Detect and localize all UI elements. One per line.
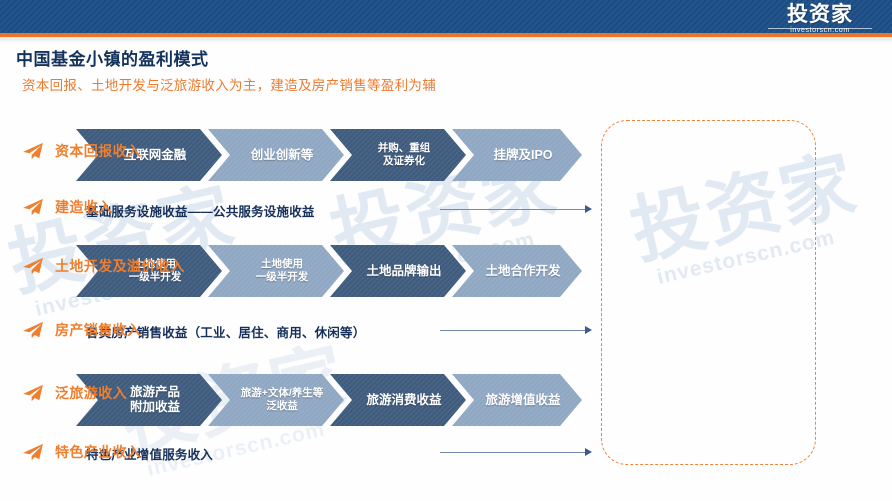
flow-caption: 特色产业增值服务收入 (86, 448, 214, 462)
arrow-head-icon (585, 448, 592, 456)
paper-plane-icon (23, 321, 43, 339)
logo-text: 投资家 (787, 3, 853, 26)
page-title: 中国基金小镇的盈利模式 (16, 50, 209, 69)
paper-plane-icon (23, 198, 43, 216)
flow-step-label: 互联网金融 (123, 147, 187, 162)
flow-step[interactable]: 土地使用 一级半开发 (76, 245, 222, 297)
revenue-item[interactable]: 土地开发及溢价收入 (22, 256, 185, 276)
watermark: 投资家 investorscn.com (0, 156, 247, 325)
flow-step[interactable]: 旅游+文体/养生等 泛收益 (208, 374, 344, 426)
paper-plane-icon (23, 443, 43, 461)
flow-step-label: 旅游消费收益 (366, 392, 442, 407)
logo-divider (768, 28, 872, 29)
revenue-item[interactable]: 泛旅游收入 (22, 383, 127, 403)
flow-row-finance: 互联网金融 创业创新等 并购、重组 及证券化 挂牌及IPO (76, 129, 582, 181)
flow-step-label: 土地品牌输出 (366, 263, 442, 278)
header-accent-rule (0, 33, 892, 37)
page-subtitle: 资本回报、土地开发与泛旅游收入为主，建造及房产销售等盈利为辅 (22, 78, 436, 93)
revenue-item-label: 土地开发及溢价收入 (55, 258, 185, 274)
flow-step[interactable]: 旅游消费收益 (330, 374, 466, 426)
paper-plane-icon (23, 142, 43, 160)
revenue-item-label: 泛旅游收入 (55, 385, 127, 401)
header-bar (0, 0, 892, 33)
flow-step[interactable]: 土地使用 一级半开发 (208, 245, 344, 297)
flow-step-label: 创业创新等 (250, 147, 314, 162)
flow-step[interactable]: 挂牌及IPO (452, 129, 582, 181)
paper-plane-icon (23, 257, 43, 275)
flow-step-label: 土地使用 一级半开发 (128, 258, 182, 283)
arrow-shaft (440, 209, 585, 210)
flow-step-label: 旅游增值收益 (485, 392, 561, 407)
paper-plane-icon (23, 384, 43, 402)
revenue-item[interactable]: 建造收入 (22, 197, 113, 217)
flow-step-label: 旅游+文体/养生等 泛收益 (240, 387, 324, 412)
flow-caption: 基础服务设施收益——公共服务设施收益 (86, 205, 315, 219)
flow-step[interactable]: 创业创新等 (208, 129, 344, 181)
revenue-item[interactable]: 房产销售收入 (22, 320, 141, 340)
revenue-item-label: 特色产业收入 (55, 444, 142, 460)
flow-arrow (440, 326, 592, 335)
flow-step[interactable]: 互联网金融 (76, 129, 222, 181)
flow-arrow (440, 205, 592, 214)
flow-row-tourism: 旅游产品 附加收益 旅游+文体/养生等 泛收益 旅游消费收益 旅游增值收益 (76, 374, 582, 426)
flow-step[interactable]: 土地合作开发 (452, 245, 582, 297)
flow-step-label: 旅游产品 附加收益 (129, 385, 180, 414)
flow-step[interactable]: 旅游产品 附加收益 (76, 374, 222, 426)
arrow-shaft (440, 452, 585, 453)
revenue-item[interactable]: 特色产业收入 (22, 442, 141, 462)
arrow-head-icon (585, 205, 592, 213)
revenue-item[interactable]: 资本回报收入 (22, 141, 141, 161)
flow-step-label: 并购、重组 及证券化 (377, 142, 431, 167)
revenue-item-label: 房产销售收入 (55, 322, 142, 338)
revenue-item-label: 资本回报收入 (55, 143, 142, 159)
flow-step[interactable]: 并购、重组 及证券化 (330, 129, 466, 181)
header-shadow (0, 37, 892, 43)
flow-row-land: 土地使用 一级半开发 土地使用 一级半开发 土地品牌输出 土地合作开发 (76, 245, 582, 297)
flow-arrow (440, 448, 592, 457)
flow-caption: 各类房产销售收益（工业、居住、商用、休闲等） (86, 326, 366, 340)
flow-step-label: 土地合作开发 (485, 263, 561, 278)
flow-step[interactable]: 土地品牌输出 (330, 245, 466, 297)
arrow-head-icon (585, 326, 592, 334)
flow-step-label: 挂牌及IPO (493, 147, 553, 162)
revenue-item-label: 建造收入 (55, 199, 113, 215)
flow-step[interactable]: 旅游增值收益 (452, 374, 582, 426)
revenue-panel (601, 120, 816, 465)
flow-step-label: 土地使用 一级半开发 (255, 258, 309, 283)
logo-domain: investorscn.com (790, 27, 850, 34)
site-logo[interactable]: 投资家 investorscn.com (762, 2, 878, 37)
arrow-shaft (440, 330, 585, 331)
